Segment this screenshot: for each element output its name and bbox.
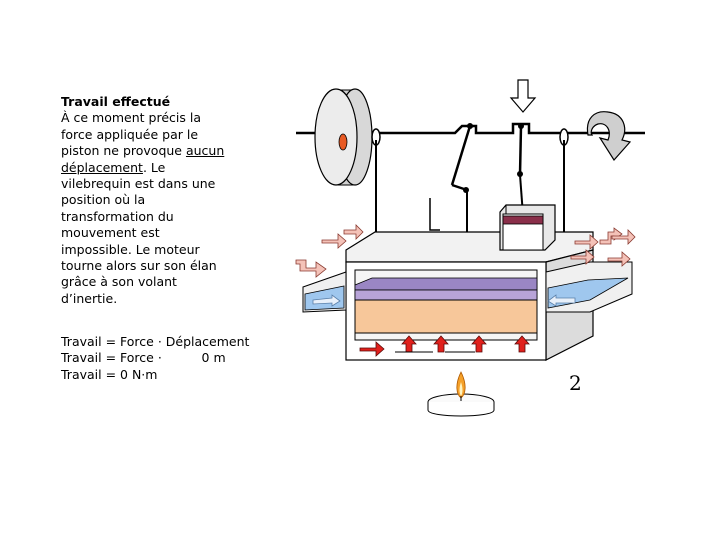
description-line: mouvement est bbox=[61, 225, 160, 241]
work-formulas: Travail = Force · Déplacement Travail = … bbox=[61, 334, 249, 383]
rotation-arrow-icon bbox=[586, 111, 632, 161]
left-water-tank bbox=[302, 271, 347, 313]
description-line: À ce moment précis la bbox=[61, 110, 202, 126]
description-line: vilebrequin est dans une bbox=[61, 176, 216, 192]
flywheel-icon bbox=[314, 88, 373, 186]
description-line: tourne alors sur son élan bbox=[61, 258, 217, 274]
crankshaft bbox=[296, 122, 645, 135]
heat-arrows-row bbox=[359, 335, 530, 357]
title: Travail effectué bbox=[61, 94, 171, 109]
formula-line: Travail = 0 N·m bbox=[61, 366, 158, 382]
description-line: d’inertie. bbox=[61, 290, 118, 306]
description-fragment: . Le bbox=[142, 159, 166, 175]
underlined-word: aucun bbox=[185, 143, 225, 159]
description-line: position où la bbox=[61, 192, 146, 208]
step-number: 2 bbox=[569, 371, 582, 395]
displacer-rod bbox=[429, 198, 440, 231]
description-line: piston ne provoque aucun bbox=[61, 143, 261, 159]
engine-body bbox=[345, 231, 594, 361]
description-line: déplacement. Le bbox=[61, 160, 261, 176]
description-text: Travail effectué À ce moment précis la f… bbox=[61, 94, 261, 307]
power-cylinder bbox=[499, 204, 556, 251]
underlined-word-deplacement: déplacement bbox=[61, 159, 143, 175]
right-water-tank bbox=[545, 261, 633, 313]
formula-line: Travail = Force · 0 m bbox=[61, 350, 226, 366]
description-fragment: piston ne provoque bbox=[61, 143, 186, 159]
candle-icon bbox=[427, 371, 495, 417]
piston-linkage bbox=[517, 123, 524, 216]
description-line: transformation du bbox=[61, 208, 174, 224]
description-line: impossible. Le moteur bbox=[61, 241, 200, 257]
description-line: grâce à son volant bbox=[61, 274, 177, 290]
push-arrow-icon bbox=[509, 79, 537, 113]
heat-loss-arrows bbox=[295, 224, 636, 278]
formula-line: Travail = Force · Déplacement bbox=[61, 334, 250, 349]
description-line: force appliquée par le bbox=[61, 126, 199, 142]
